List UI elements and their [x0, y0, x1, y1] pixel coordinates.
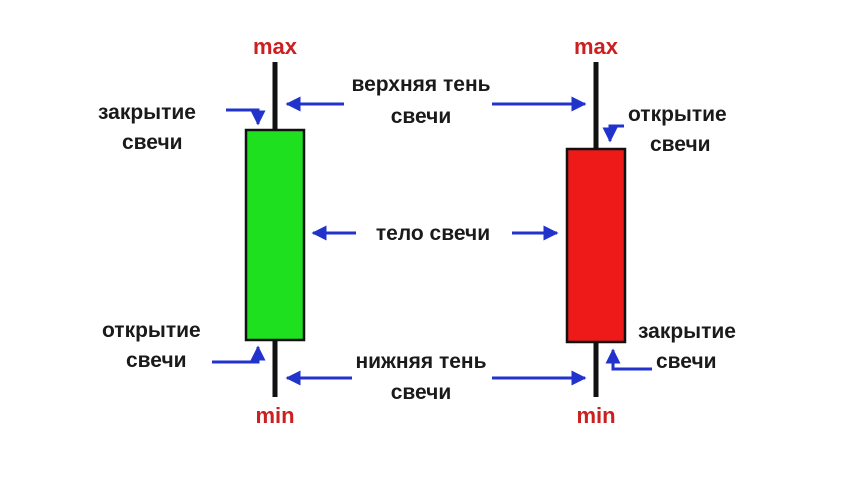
bullish-close-label-line1: закрытие: [98, 101, 196, 124]
bearish-close-label-line1: закрытие: [638, 320, 736, 343]
bullish-open-label-line1: открытие: [102, 319, 201, 342]
bearish-max-label: max: [573, 34, 619, 59]
bearish-close-pointer: [605, 348, 652, 371]
bullish-open-pointer: [212, 345, 266, 364]
bullish-close-label-line2: свечи: [122, 131, 183, 154]
lower-shadow-label-line2: свечи: [390, 381, 452, 404]
bearish-min-label: min: [576, 403, 616, 428]
bearish-open-pointer: [602, 124, 624, 143]
bearish-candle: [565, 62, 627, 397]
bullish-min-label: min: [255, 403, 295, 428]
bearish-open-label-line2: свечи: [650, 133, 711, 156]
upper-shadow-label-line1: верхняя тень: [351, 73, 491, 96]
bearish-body: [565, 147, 627, 344]
bullish-close-pointer: [226, 108, 266, 126]
bearish-open-label-line1: открытие: [628, 103, 727, 126]
bullish-max-label: max: [252, 34, 298, 59]
lower-shadow-label-line1: нижняя тень: [355, 350, 487, 373]
bullish-open-label-line2: свечи: [126, 349, 187, 372]
bullish-body: [244, 128, 306, 342]
bullish-candle: [244, 62, 306, 397]
upper-shadow-label-line2: свечи: [390, 105, 452, 128]
body-label: тело свечи: [375, 222, 491, 245]
bearish-close-label-line2: свечи: [656, 350, 717, 373]
